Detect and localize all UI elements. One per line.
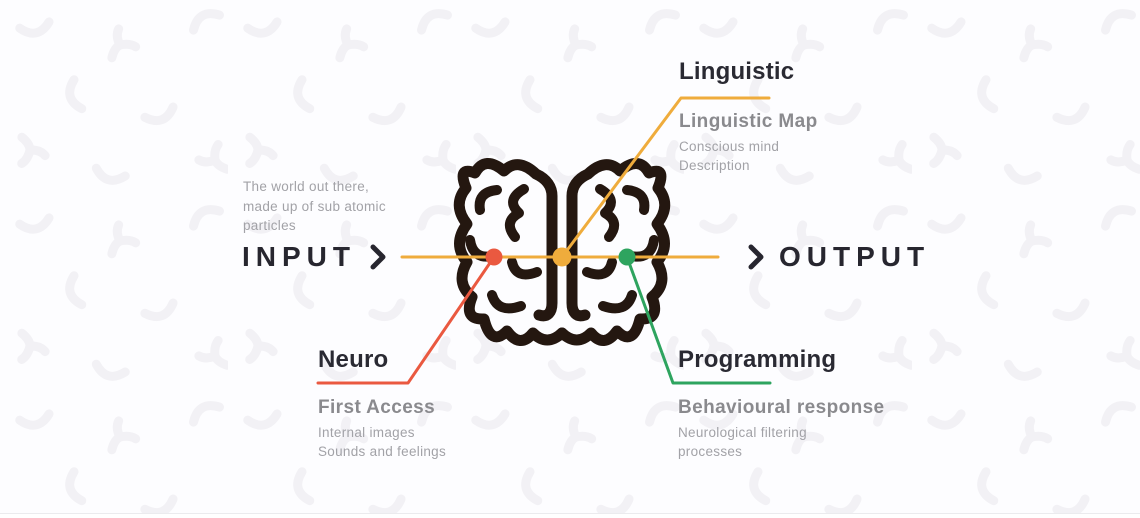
programming-connector-line — [625, 255, 772, 385]
programming-node-dot — [618, 248, 636, 266]
neuro-subtitle: First Access — [318, 397, 436, 418]
linguistic-connector-line — [560, 96, 771, 259]
programming-subtitle: Behavioural response — [678, 397, 885, 418]
input-description-line: made up of sub atomic — [243, 198, 386, 214]
chevron-right-icon — [370, 244, 386, 270]
programming-detail-line: Neurological filtering — [678, 425, 807, 440]
linguistic-detail-line: Conscious mind — [679, 139, 780, 154]
programming-detail-line: processes — [678, 444, 743, 459]
chevron-right-icon — [748, 244, 764, 270]
neuro-title: Neuro — [318, 346, 389, 373]
brain-icon — [453, 163, 665, 340]
linguistic-subtitle: Linguistic Map — [679, 111, 818, 132]
input-description-line: particles — [243, 218, 296, 233]
output-label: OUTPUT — [779, 241, 931, 272]
output-label-group: OUTPUT — [747, 240, 930, 274]
linguistic-node-dot — [552, 247, 572, 267]
input-description: The world out there, made up of sub atom… — [243, 177, 386, 236]
programming-title: Programming — [678, 346, 837, 373]
neuro-detail-line: Internal images — [318, 425, 415, 440]
linguistic-detail: Linguistic Map Conscious mind Descriptio… — [679, 110, 818, 175]
section-divider — [0, 513, 1140, 518]
input-description-line: The world out there, — [243, 179, 370, 194]
input-label: INPUT — [242, 241, 356, 272]
linguistic-detail-line: Description — [679, 158, 750, 173]
input-label-group: INPUT — [242, 240, 387, 274]
neuro-connector-line — [316, 255, 496, 385]
neuro-detail: First Access Internal images Sounds and … — [318, 396, 446, 461]
programming-detail: Behavioural response Neurological filter… — [678, 396, 885, 461]
linguistic-title: Linguistic — [679, 58, 795, 85]
neuro-node-dot — [485, 248, 503, 266]
neuro-detail-line: Sounds and feelings — [318, 444, 447, 459]
